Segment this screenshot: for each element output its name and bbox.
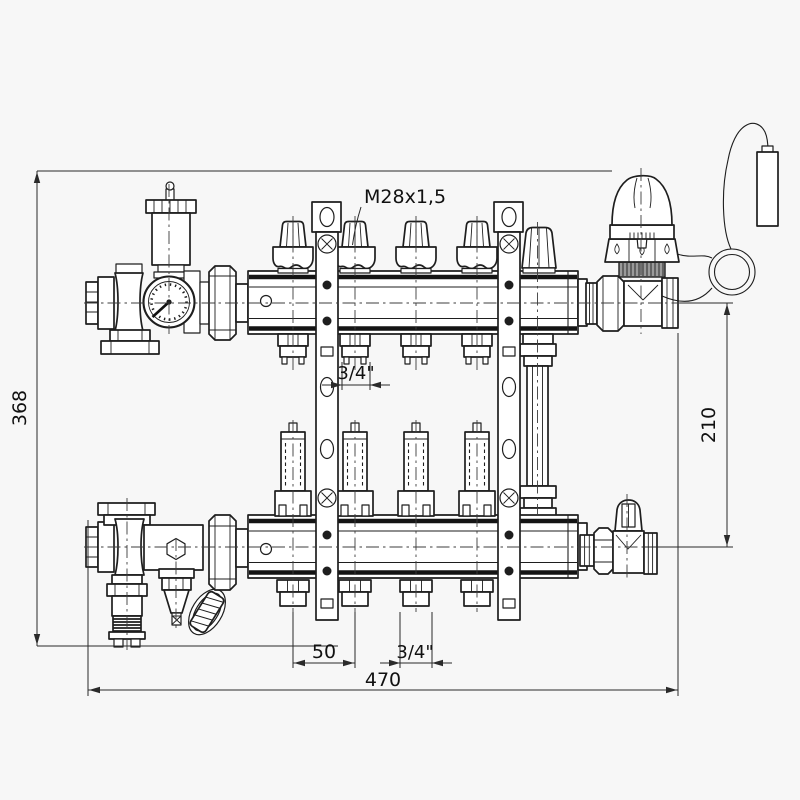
mounting-bracket-left — [311, 201, 342, 621]
dim-three-quarter-top-label: 3/4" — [337, 363, 374, 384]
return-valve-left — [85, 502, 204, 576]
dimension-outlet-spacing: 50 — [292, 612, 356, 668]
supply-ball-valve — [85, 263, 160, 355]
dimension-outlet-size-top: 3/4" — [322, 362, 390, 390]
bypass-pipe — [519, 333, 557, 518]
shutoff-valve-bottom-right — [579, 499, 658, 575]
union-nut-top-left — [208, 265, 249, 341]
dim-470-label: 470 — [365, 669, 401, 691]
dimension-valve-offset: 210 — [642, 302, 733, 548]
centerlines — [84, 168, 690, 650]
union-nut-bottom-left — [208, 514, 249, 591]
capillary-tube — [661, 122, 769, 302]
dim-three-quarter-bottom-label: 3/4" — [396, 642, 433, 663]
air-vent-valve — [145, 181, 197, 279]
dimension-outlet-size-bottom: 3/4" — [380, 612, 452, 668]
supply-manifold-body — [247, 270, 588, 335]
bypass-handwheel — [521, 226, 557, 274]
mounting-bracket-right — [493, 201, 524, 621]
thermostatic-head — [604, 174, 680, 278]
dim-50-label: 50 — [312, 641, 336, 663]
dim-210-label: 210 — [698, 407, 720, 443]
fill-drain-valve — [158, 568, 195, 626]
thread-callout: M28x1,5 — [352, 186, 446, 246]
thread-label: M28x1,5 — [364, 186, 446, 208]
hose-cap-with-strap — [188, 588, 226, 636]
remote-sensor — [756, 145, 779, 227]
thermostatic-valve-body — [585, 275, 679, 332]
dim-368-label: 368 — [9, 390, 31, 426]
dimension-overall-height: 368 — [9, 170, 612, 647]
return-manifold-body — [247, 514, 588, 579]
dimension-overall-width: 470 — [87, 333, 679, 696]
pressure-gauge — [142, 270, 210, 334]
